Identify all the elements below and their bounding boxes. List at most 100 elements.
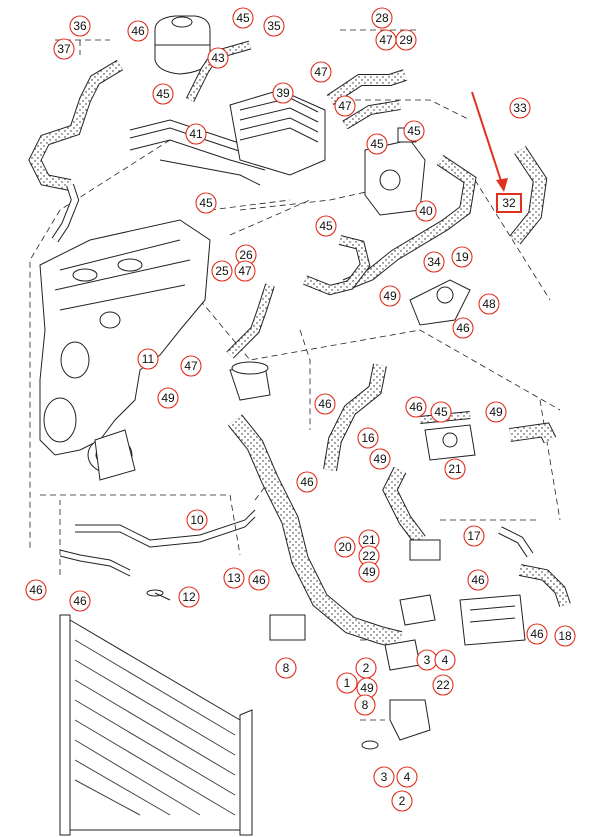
callout-c35: 35 xyxy=(263,15,285,37)
callout-label: 46 xyxy=(29,583,43,597)
callout-c25: 25 xyxy=(211,260,233,282)
callout-c40: 40 xyxy=(415,200,437,222)
callout-c13: 13 xyxy=(223,567,245,589)
callout-label: 25 xyxy=(215,264,229,278)
callout-c4a: 4 xyxy=(434,649,456,671)
callout-c47c: 47 xyxy=(334,95,356,117)
callout-label: 46 xyxy=(530,627,544,641)
callout-circle xyxy=(211,260,233,282)
highlight-arrow xyxy=(471,91,508,192)
callout-c8b: 8 xyxy=(354,694,376,716)
callout-circle xyxy=(434,649,456,671)
callout-label: 46 xyxy=(409,400,423,414)
callout-label: 45 xyxy=(199,196,213,210)
callout-circle xyxy=(69,590,91,612)
callout-circle xyxy=(334,536,356,558)
callout-c49e: 49 xyxy=(358,561,380,583)
callout-label: 13 xyxy=(227,571,241,585)
callout-c32: 32 xyxy=(496,193,522,213)
callout-label: 2 xyxy=(363,661,370,675)
callout-circle xyxy=(405,396,427,418)
callout-circle xyxy=(357,427,379,449)
oil-cooler xyxy=(459,594,526,646)
callout-c34: 34 xyxy=(423,251,445,273)
callout-circle xyxy=(137,348,159,370)
callout-circle xyxy=(334,95,356,117)
callout-circle xyxy=(485,401,507,423)
callout-circle xyxy=(263,15,285,37)
callout-c49c: 49 xyxy=(485,401,507,423)
callout-label: 10 xyxy=(190,513,204,527)
callout-circle xyxy=(296,471,318,493)
callout-label: 12 xyxy=(182,590,196,604)
callout-circle xyxy=(195,192,217,214)
callout-c4b: 4 xyxy=(396,766,418,788)
callout-c47b: 47 xyxy=(310,61,332,83)
callout-circle xyxy=(403,120,425,142)
callout-label: 34 xyxy=(427,255,441,269)
callout-label: 46 xyxy=(471,573,485,587)
coolant-flange xyxy=(409,279,471,326)
callout-label: 1 xyxy=(344,676,351,690)
callout-label: 47 xyxy=(379,33,393,47)
callout-circle xyxy=(379,285,401,307)
callout-label: 28 xyxy=(375,11,389,25)
callout-highlight-box xyxy=(496,193,522,213)
callout-label: 21 xyxy=(362,533,376,547)
callout-c46f: 46 xyxy=(467,569,489,591)
guide-lines xyxy=(29,29,561,721)
callout-circle xyxy=(234,260,256,282)
callout-circle xyxy=(391,790,413,812)
callout-circle xyxy=(423,251,445,273)
callout-label: 46 xyxy=(300,475,314,489)
callout-label: 11 xyxy=(142,352,155,366)
callout-label: 45 xyxy=(407,124,421,138)
callout-c45b: 45 xyxy=(152,83,174,105)
callout-c47e: 47 xyxy=(180,355,202,377)
callout-circle xyxy=(554,625,576,647)
callout-c45c: 45 xyxy=(366,133,388,155)
callout-label: 49 xyxy=(383,289,397,303)
callout-label: 26 xyxy=(239,248,253,262)
callout-c8a: 8 xyxy=(275,657,297,679)
callout-label: 45 xyxy=(370,137,384,151)
callout-circle xyxy=(444,458,466,480)
callout-circle xyxy=(366,133,388,155)
callout-circle xyxy=(127,20,149,42)
callout-circle xyxy=(452,317,474,339)
callout-c41: 41 xyxy=(185,123,207,145)
callout-label: 3 xyxy=(381,770,388,784)
engine-block xyxy=(39,219,211,481)
callout-label: 29 xyxy=(399,33,413,47)
callout-circle xyxy=(415,200,437,222)
callout-label: 45 xyxy=(434,405,448,419)
callout-label: 35 xyxy=(267,19,281,33)
callout-c49a: 49 xyxy=(379,285,401,307)
callout-circle xyxy=(180,355,202,377)
callout-c36: 36 xyxy=(69,15,91,37)
callout-label: 33 xyxy=(513,101,527,115)
callout-label: 48 xyxy=(482,297,496,311)
callout-c45g: 45 xyxy=(430,401,452,423)
callout-label: 22 xyxy=(362,549,376,563)
callout-c46a: 46 xyxy=(127,20,149,42)
callout-c45f: 45 xyxy=(315,215,337,237)
callout-c49d: 49 xyxy=(369,448,391,470)
callout-label: 18 xyxy=(558,629,572,643)
callout-c22b: 22 xyxy=(432,674,454,696)
callout-label: 49 xyxy=(161,391,175,405)
callout-label: 4 xyxy=(404,770,411,784)
callout-c43: 43 xyxy=(207,47,229,69)
callout-circle xyxy=(207,47,229,69)
callout-c47d: 47 xyxy=(234,260,256,282)
callout-circle xyxy=(232,7,254,29)
callout-label: 8 xyxy=(362,698,369,712)
callout-label: 49 xyxy=(362,565,376,579)
callout-c2b: 2 xyxy=(391,790,413,812)
callout-c1: 1 xyxy=(336,672,358,694)
callout-label: 4 xyxy=(442,653,449,667)
callout-label: 43 xyxy=(211,51,225,65)
callout-circle xyxy=(248,569,270,591)
